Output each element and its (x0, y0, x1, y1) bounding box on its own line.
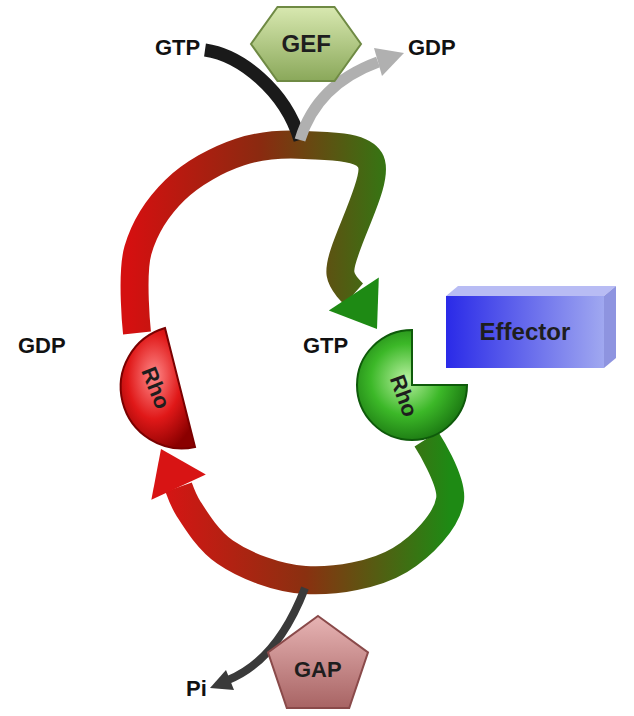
rho-gdp-halfdisc: Rho (95, 325, 215, 451)
arrow-head (151, 449, 205, 500)
cycle-arrow (135, 145, 379, 333)
state-label: GDP (408, 35, 456, 61)
node-label: GEF (282, 30, 331, 58)
arrow-head (329, 277, 379, 329)
node-label: GAP (294, 657, 342, 683)
state-label: GDP (18, 333, 66, 359)
gdp-arrowhead (374, 48, 404, 76)
arrow-shaft (179, 439, 451, 580)
pi-arrowhead (210, 670, 234, 690)
arrow-shaft (135, 145, 373, 333)
cycle-arrow (151, 439, 450, 580)
effector-box: Effector (446, 286, 616, 368)
state-label: GTP (155, 35, 200, 61)
gap-pentagon: GAP (266, 614, 370, 710)
state-label: GTP (303, 333, 348, 359)
state-label: Pi (186, 676, 207, 702)
gef-hexagon: GEF (249, 5, 363, 83)
node-label: Effector (480, 318, 571, 346)
